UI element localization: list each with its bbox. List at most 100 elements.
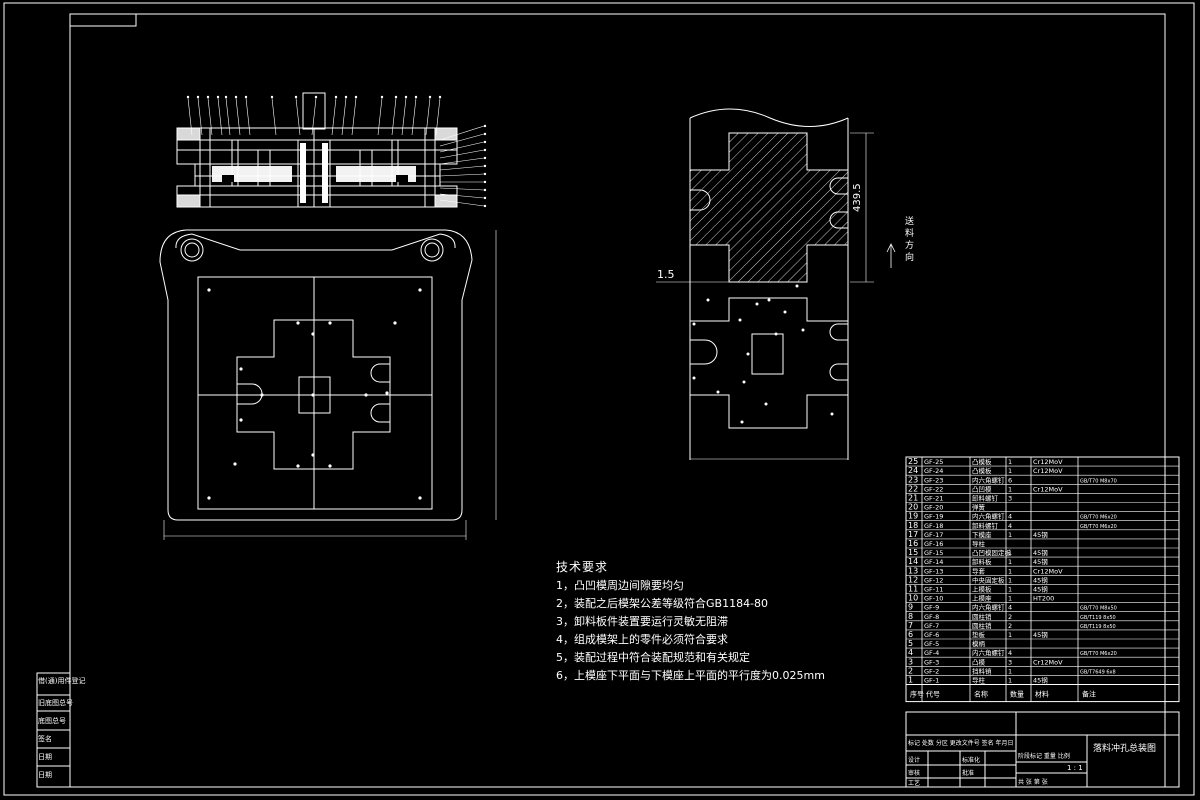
leader-line [391, 97, 397, 136]
leader-dot [206, 95, 210, 99]
leader-line [401, 97, 407, 136]
title-approve: 批准 [962, 769, 974, 777]
front-section-view [176, 92, 458, 208]
bom-cell: 45钢 [1033, 549, 1048, 557]
leader-dot [483, 148, 487, 152]
hole-marker [364, 393, 368, 397]
bom-cell: GF-3 [924, 658, 939, 666]
plan-view-holes [207, 288, 422, 500]
bom-cell: 3 [908, 657, 913, 666]
leader-dot [483, 124, 487, 128]
front-view-hatching [177, 128, 457, 207]
bom-cell: 3 [1008, 658, 1012, 666]
bom-header-cell: 代号 [926, 690, 940, 699]
bom-cell: GB/T70 M6x20 [1080, 515, 1117, 521]
bom-cell: GF-18 [924, 522, 943, 530]
hole-marker [801, 328, 805, 332]
bom-cell: 45钢 [1033, 576, 1048, 584]
leader-line [439, 149, 485, 159]
bom-cell: 内六角螺钉 [972, 603, 1005, 612]
bom-cell: 1 [1008, 567, 1012, 575]
bom-cell: 45钢 [1033, 558, 1048, 566]
bom-cell: GF-22 [924, 485, 943, 493]
tech-req-item: 2，装配之后模架公差等级符合GB1184-80 [556, 597, 769, 610]
bom-cell: 21 [908, 494, 918, 503]
hole-marker [746, 352, 750, 356]
hole-marker [207, 288, 211, 292]
bom-cell: 6 [908, 630, 913, 639]
bom-cell: 凸模板 [972, 457, 992, 466]
leader-dot [216, 95, 220, 99]
bom-cell: GB/T70 M6x20 [1080, 524, 1117, 530]
hole-marker [239, 418, 243, 422]
bom-cell: 17 [908, 530, 918, 539]
technical-requirements: 技术要求 1，凸凹模周边间隙要均匀 2，装配之后模架公差等级符合GB1184-8… [556, 558, 825, 685]
bom-cell: GF-21 [924, 495, 943, 503]
leader-line [207, 97, 213, 136]
bom-cell: 25 [908, 457, 918, 466]
bom-cell: 1 [1008, 576, 1012, 584]
leader-line [245, 97, 251, 136]
bom-cell: HT200 [1033, 595, 1054, 603]
hole-marker [233, 462, 237, 466]
hole-marker [692, 376, 696, 380]
title-review: 审核 [908, 769, 920, 777]
side-stamp-table: 借(通)用件登记 旧底图总号 底图总号 签名 日期 日期 [36, 672, 85, 788]
bom-cell: 19 [908, 512, 918, 521]
leader-dot [483, 180, 487, 184]
leader-dot [186, 95, 190, 99]
tech-req-item: 6，上模座下平面与下模座上平面的平行度为0.025mm [556, 669, 825, 682]
hole-marker [418, 496, 422, 500]
feed-direction-label: 送料方向 [905, 215, 914, 263]
bom-cell: 挡料销 [972, 666, 992, 675]
leader-line [439, 165, 485, 171]
bom-header-cell: 材料 [1035, 690, 1049, 699]
leader-dot [196, 95, 200, 99]
bom-cell: 1 [908, 676, 913, 685]
hole-marker [706, 298, 710, 302]
bom-cell: 1 [1008, 558, 1012, 566]
bom-cell: GB/T7649 6x8 [1080, 669, 1116, 675]
bom-cell: GF-5 [924, 640, 939, 648]
leader-line [351, 97, 357, 136]
bom-cell: Cr12MoV [1033, 458, 1063, 466]
leader-dot [483, 140, 487, 144]
leader-line [217, 97, 223, 136]
bom-cell: 中央固定板 [972, 575, 1005, 584]
bom-cell: Cr12MoV [1033, 485, 1063, 493]
hole-marker [328, 321, 332, 325]
part-leader-lines-right [439, 124, 487, 208]
stamp-1: 旧底图总号 [38, 698, 73, 707]
hole-marker [311, 453, 315, 457]
bom-cell: 16 [908, 539, 918, 548]
bom-cell: 5 [908, 639, 913, 648]
leader-line [311, 97, 317, 136]
bom-cell: GF-19 [924, 513, 943, 521]
leader-line [439, 125, 485, 141]
hole-marker [296, 321, 300, 325]
bom-cell: 内六角螺钉 [972, 648, 1005, 657]
bom-cell: 13 [908, 566, 918, 575]
bom-header-cell: 序号 [910, 690, 924, 699]
bom-header-cell: 备注 [1082, 690, 1096, 699]
bom-cell: GF-25 [924, 458, 943, 466]
leader-dot [224, 95, 228, 99]
strip-hatched-blank [690, 133, 848, 282]
bom-cell: GB/T70 M6x20 [1080, 651, 1117, 657]
title-process: 工艺 [908, 779, 920, 787]
bom-cell: 10 [908, 594, 918, 603]
bom-cell: 内六角螺钉 [972, 512, 1005, 521]
bom-cell: 3 [1008, 495, 1012, 503]
bom-cell: 下模座 [972, 530, 992, 539]
bom-cell: 凸凹模 [972, 484, 992, 493]
bom-cell: GF-23 [924, 476, 943, 484]
bom-cell: 凸凹模固定板 [972, 548, 1012, 557]
stamp-5: 日期 [38, 771, 52, 779]
bom-cell: 1 [1008, 485, 1012, 493]
bom-cell: 4 [908, 648, 913, 657]
bom-cell: GF-24 [924, 467, 943, 475]
bom-header-cell: 数量 [1010, 690, 1024, 699]
tech-req-item: 4，组成模架上的零件必须符合要求 [556, 633, 728, 646]
bom-cell: 卸料螺钉 [972, 494, 999, 503]
